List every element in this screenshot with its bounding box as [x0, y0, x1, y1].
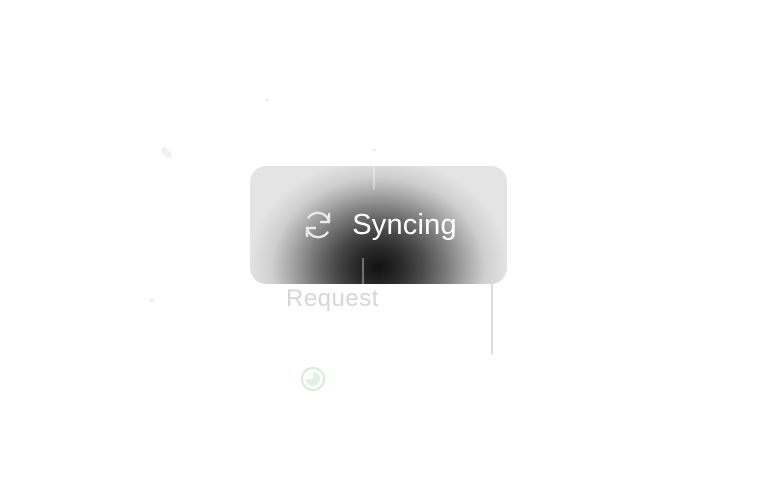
syncing-toast: Syncing — [250, 166, 507, 284]
toast-divider-top — [373, 166, 375, 190]
background-dot — [372, 149, 376, 151]
background-divider — [491, 284, 493, 354]
toast-divider-bottom — [362, 258, 364, 284]
toast-content: Syncing — [250, 166, 507, 284]
chevron-down-icon: ⌄ — [146, 290, 158, 306]
sync-icon — [300, 207, 336, 243]
pencil-icon: ✎ — [160, 144, 174, 163]
syncing-label: Syncing — [352, 208, 457, 241]
background-label: Request — [286, 285, 379, 312]
clock-icon — [301, 367, 325, 391]
background-dot — [265, 99, 269, 101]
